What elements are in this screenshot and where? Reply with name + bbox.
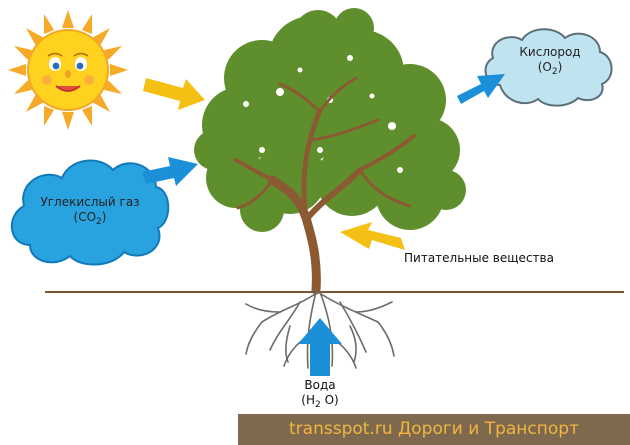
sunlight-arrow: [143, 78, 205, 110]
o2-arrow: [457, 74, 505, 104]
o2-label: Кислород (O2): [519, 45, 581, 77]
nutrients-label: Питательные вещества: [404, 251, 554, 265]
co2-label: Углекислый газ (CO2): [40, 195, 140, 227]
sun-icon: [8, 10, 128, 130]
co2-arrow: [142, 157, 198, 186]
cloud-icon-o2: [484, 28, 613, 107]
cloud-icon-co2: [10, 159, 170, 266]
watermark: transspot.ru Дороги и Транспорт: [238, 414, 630, 445]
nutrients-arrow: [340, 222, 405, 250]
tree-trunk: [234, 76, 416, 295]
roots-icon: [245, 291, 395, 369]
water-arrow: [298, 318, 342, 376]
tree-icon: [194, 8, 466, 232]
water-label: Вода (H2 O): [301, 378, 339, 410]
